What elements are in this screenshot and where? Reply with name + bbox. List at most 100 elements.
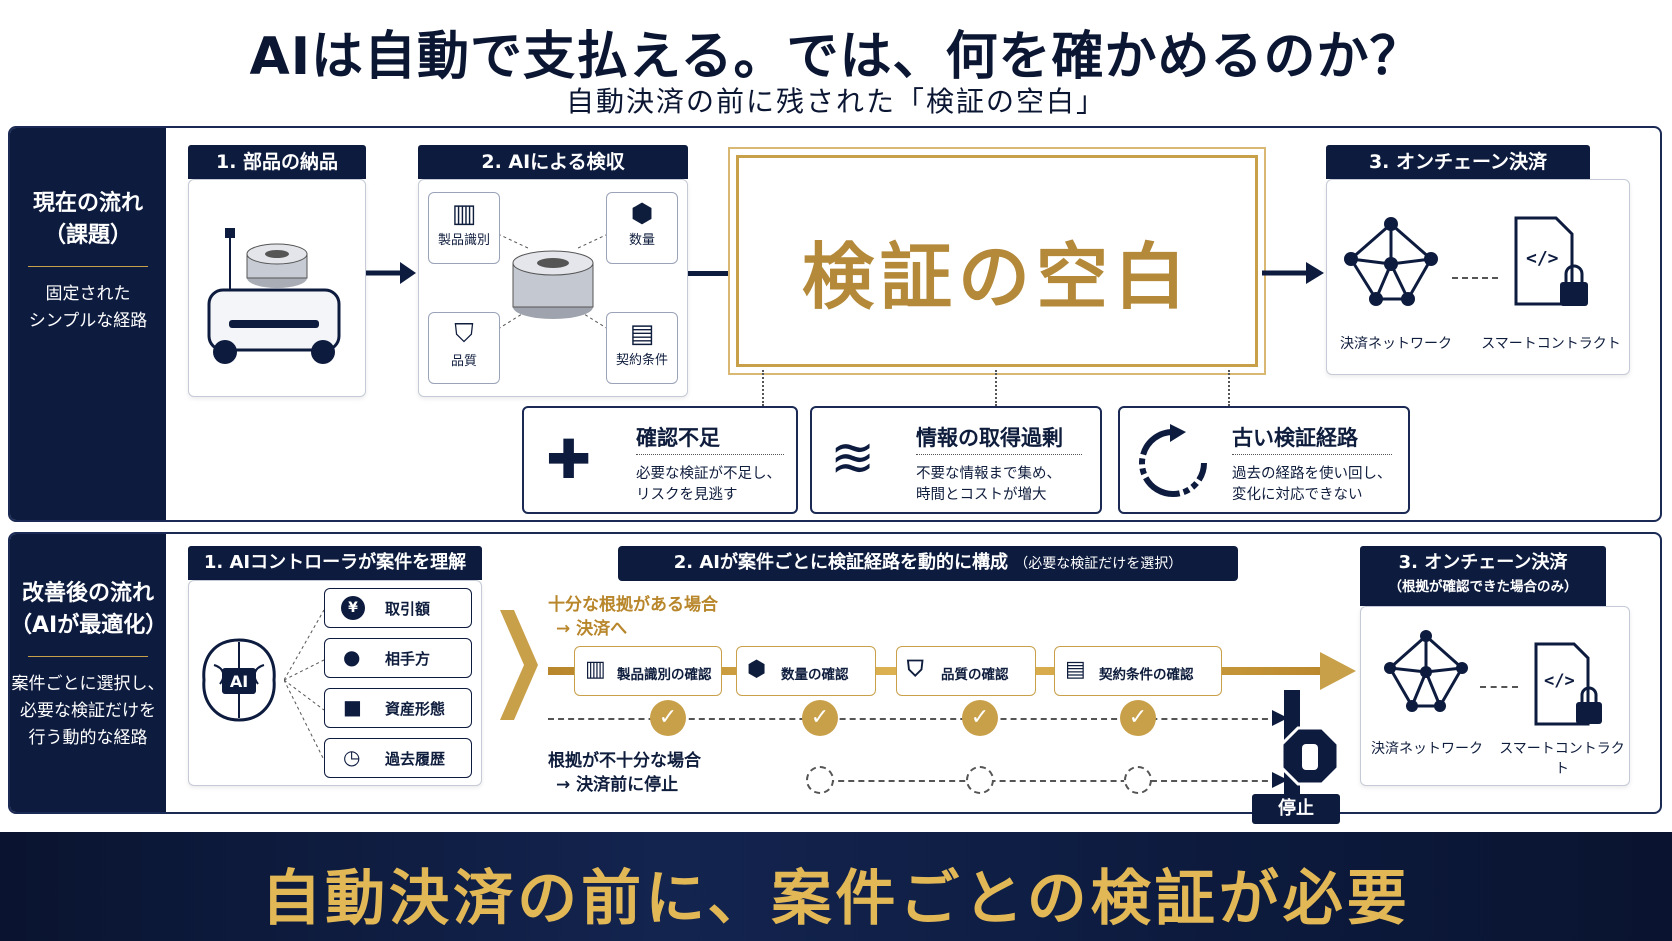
gold-arrowhead-icon	[1320, 652, 1356, 690]
problem-line-2: 変化に対応できない	[1232, 487, 1363, 503]
arrow-right-icon	[1262, 262, 1324, 284]
improved-step2-title: 2. AIが案件ごとに検証経路を動的に構成	[673, 552, 1008, 573]
ai-label: AI	[230, 672, 248, 691]
route-check-product-id: ▥ 製品識別の確認	[574, 646, 722, 696]
gold-chevron-icon	[500, 610, 538, 720]
ai-brain-icon: AI	[202, 638, 276, 722]
improved-step2-header: 2. AIが案件ごとに検証経路を動的に構成 （必要な検証だけを選択）	[618, 546, 1238, 581]
improved-step3-header: 3. オンチェーン決済 （根拠が確認できた場合のみ）	[1360, 546, 1606, 606]
check-mark-icon: ✓	[650, 700, 686, 736]
stop-row-line	[818, 780, 1278, 782]
clock-icon: ◷	[343, 745, 361, 769]
enough-evidence-label: 十分な根拠がある場合	[548, 595, 718, 615]
dashed-link	[1452, 277, 1498, 279]
dotted-line	[995, 370, 997, 406]
page-subtitle: 自動決済の前に残された「検証の空白」	[565, 85, 1106, 118]
stop-label: 停止	[1252, 794, 1340, 824]
improved-step1-header: 1. AIコントローラが案件を理解	[188, 546, 482, 580]
dotted-line	[762, 370, 764, 406]
factor-label: 過去履歴	[385, 750, 446, 768]
divider	[1232, 454, 1392, 455]
check-row-line	[548, 718, 1278, 720]
network-icon	[1384, 630, 1468, 712]
check-mark-icon: ✓	[962, 700, 998, 736]
route-check-quantity: ⬢ 数量の確認	[736, 646, 876, 696]
enough-evidence-arrow: → 決済へ	[556, 619, 628, 639]
check-card-quality: ⛉ 品質	[428, 312, 500, 384]
barcode-icon: ▥	[451, 199, 477, 229]
step3-header: 3. オンチェーン決済	[1326, 145, 1590, 179]
step1-header: 1. 部品の納品	[188, 145, 366, 179]
route-check-label: 契約条件の確認	[1099, 667, 1194, 683]
improved-step2-note: （必要な検証だけを選択）	[1014, 556, 1183, 572]
check-card-product-id: ▥ 製品識別	[428, 192, 500, 264]
problem-line-2: 時間とコストが増大	[916, 487, 1047, 503]
payment-network-label: 決済ネットワーク	[1371, 741, 1483, 757]
svg-text:</>: </>	[1544, 671, 1575, 691]
route-check-label: 品質の確認	[941, 667, 1009, 683]
problem-title: 古い検証経路	[1232, 426, 1358, 450]
current-flow-subtitle: （課題）	[43, 223, 132, 248]
smart-contract-label: スマートコントラクト	[1499, 741, 1625, 777]
footer-banner: 自動決済の前に、案件ごとの検証が必要	[0, 832, 1672, 941]
boxes-icon: ⬢	[630, 199, 654, 229]
stop-hand-icon	[1280, 726, 1340, 786]
svg-text:</>: </>	[1526, 248, 1559, 269]
person-icon: ●	[343, 645, 361, 669]
factor-asset-type: ■ 資産形態	[324, 688, 472, 728]
factor-label: 相手方	[385, 650, 431, 668]
boxes-icon: ⬢	[747, 657, 767, 682]
check-label: 数量	[628, 233, 655, 248]
problem-card-insufficient: ✚ 確認不足 必要な検証が不足し、 リスクを見逃す	[522, 406, 798, 514]
document-icon: ▤	[629, 319, 655, 349]
step1-box	[188, 179, 366, 397]
check-label: 品質	[450, 354, 477, 369]
route-check-label: 製品識別の確認	[617, 667, 712, 683]
factor-connector-lines	[284, 609, 325, 761]
part-connector-lines	[497, 233, 609, 330]
problem-card-overcollection: ≋ 情報の取得過剰 不要な情報まで集め、 時間とコストが増大	[810, 406, 1102, 514]
shield-check-icon: ⛉	[907, 657, 924, 682]
factor-amount: ¥ 取引額	[324, 588, 472, 628]
route-check-quality: ⛉ 品質の確認	[896, 646, 1036, 696]
improved-flow-sidebar: 改善後の流れ （AIが最適化） 案件ごとに選択し、 必要な検証だけを 行う動的な…	[10, 534, 167, 812]
arrow-right-icon	[366, 262, 416, 284]
current-flow-desc-2: シンプルな経路	[28, 311, 148, 331]
arrowhead-icon	[1272, 772, 1288, 788]
check-mark-icon: ✓	[802, 700, 838, 736]
insufficient-label: 根拠が不十分な場合	[548, 751, 701, 771]
check-label: 製品識別	[437, 233, 490, 248]
arrowhead-icon	[1272, 710, 1288, 726]
document-icon: ▤	[1065, 657, 1086, 682]
divider	[916, 454, 1082, 455]
problem-card-outdated: 古い検証経路 過去の経路を使い回し、 変化に対応できない	[1118, 406, 1410, 514]
problem-line-1: 不要な情報まで集め、	[916, 466, 1061, 482]
check-label: 契約条件	[615, 353, 668, 368]
factor-counterparty: ● 相手方	[324, 638, 472, 678]
step2-header: 2. AIによる検収	[418, 145, 688, 179]
shield-check-icon: ⛉	[454, 319, 474, 349]
empty-circle-icon	[966, 766, 994, 794]
stacked-papers-icon: ≋	[830, 426, 876, 489]
improved-flow-title: 改善後の流れ	[21, 581, 154, 606]
smart-contract-icon: </>	[1534, 642, 1602, 726]
robot-vehicle-icon	[207, 228, 341, 364]
yen-icon: ¥	[341, 596, 365, 620]
smart-contract-label: スマートコントラクト	[1481, 336, 1621, 352]
verification-gap-box	[736, 155, 1258, 367]
problem-title: 情報の取得過剰	[916, 426, 1063, 450]
puzzle-icon: ✚	[546, 428, 592, 491]
improved-flow-desc-2: 必要な検証だけを	[20, 701, 156, 721]
route-check-contract: ▤ 契約条件の確認	[1054, 646, 1222, 696]
current-flow-desc-1: 固定された	[45, 284, 131, 304]
empty-circle-icon	[806, 766, 834, 794]
connector-line	[688, 271, 736, 276]
verification-gap-label: 検証の空白	[801, 235, 1192, 319]
check-card-quantity: ⬢ 数量	[606, 192, 678, 264]
check-mark-icon: ✓	[1120, 700, 1156, 736]
smart-contract-icon: </>	[1514, 216, 1588, 306]
improved-flow-desc-1: 案件ごとに選択し、	[11, 674, 165, 694]
check-card-contract: ▤ 契約条件	[606, 312, 678, 384]
problem-line-1: 過去の経路を使い回し、	[1232, 466, 1392, 482]
divider	[28, 266, 148, 267]
